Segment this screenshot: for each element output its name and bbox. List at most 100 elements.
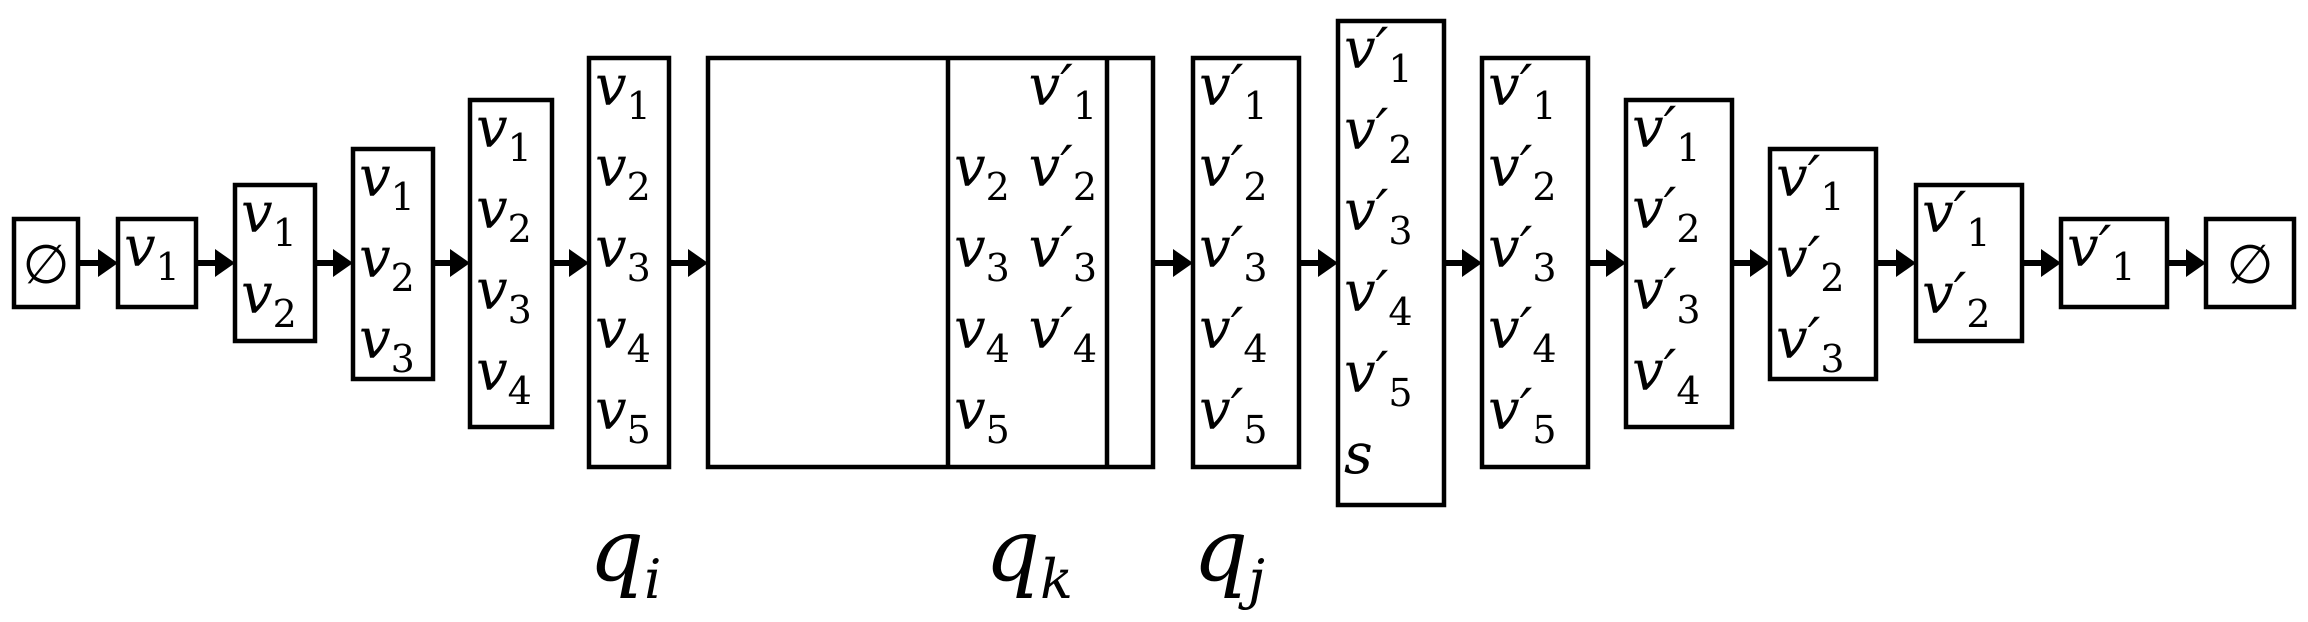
item-v-prime-1: v′1 bbox=[1199, 54, 1268, 128]
label-q-i: qi bbox=[589, 501, 661, 611]
item-v-prime-1: v′1 bbox=[1344, 17, 1413, 91]
item-v-4: v4 bbox=[595, 297, 651, 371]
item-v-prime-4: v′4 bbox=[1488, 297, 1557, 371]
right-item-4: v′4 bbox=[1028, 297, 1097, 371]
item-v-prime-1: v′1 bbox=[2067, 215, 2136, 289]
item-v-prime-4: v′4 bbox=[1344, 260, 1413, 334]
item-v-prime-3: v′3 bbox=[1199, 216, 1268, 290]
item-v-5: v5 bbox=[595, 378, 651, 452]
left-item-4: v4 bbox=[954, 297, 1010, 371]
stage-box bbox=[1623, 97, 1735, 430]
stage-12: v′1 v′2 v′3 bbox=[1767, 145, 1879, 382]
stage-11: v′1 v′2 v′3 v′4 bbox=[1623, 96, 1735, 430]
arrow-8 bbox=[1299, 249, 1338, 277]
item-v-1: v1 bbox=[359, 145, 415, 219]
left-item-2: v2 bbox=[954, 135, 1010, 209]
stage-box bbox=[11, 216, 81, 310]
item-v-3: v3 bbox=[476, 258, 532, 332]
arrow-14 bbox=[2167, 249, 2206, 277]
arrow-2 bbox=[196, 249, 235, 277]
stage-box bbox=[350, 146, 436, 382]
stage-15: ∅ bbox=[2203, 216, 2297, 310]
item-v-prime-1: v′1 bbox=[1632, 96, 1701, 170]
stage-box bbox=[115, 216, 199, 310]
stage-box bbox=[232, 182, 318, 344]
item-v-1: v1 bbox=[124, 215, 180, 289]
right-item-1: v′1 bbox=[1028, 54, 1097, 128]
left-item-5: v5 bbox=[954, 378, 1010, 452]
stage-8: v′1 v′2 v′3 v′4 v′5 bbox=[1190, 54, 1302, 470]
item-v-4: v4 bbox=[476, 339, 532, 413]
left-item-3: v3 bbox=[954, 216, 1010, 290]
item-v-2: v2 bbox=[241, 262, 297, 336]
item-v-prime-2: v′2 bbox=[1199, 135, 1268, 209]
item-v-3: v3 bbox=[595, 216, 651, 290]
arrow-6 bbox=[669, 249, 708, 277]
stage-14: v′1 bbox=[2058, 215, 2170, 310]
arrow-5 bbox=[552, 249, 589, 277]
item-v-1: v1 bbox=[595, 54, 651, 128]
item-v-prime-3: v′3 bbox=[1488, 216, 1557, 290]
stage-1: ∅ bbox=[11, 216, 81, 310]
stage-7: v′1 v2 v′2 v3 v′3 v4 v′4 v5 bbox=[705, 54, 1156, 470]
item-v-prime-2: v′2 bbox=[1344, 98, 1413, 172]
item-v-3: v3 bbox=[359, 307, 415, 381]
arrow-13 bbox=[2022, 249, 2061, 277]
stage-10: v′1 v′2 v′3 v′4 v′5 bbox=[1479, 54, 1591, 470]
stage-box bbox=[1479, 55, 1591, 470]
stage-13: v′1v′2 bbox=[1913, 181, 2025, 344]
stage-box bbox=[705, 55, 1156, 470]
arrow-12 bbox=[1876, 249, 1916, 277]
item-v-1: v1 bbox=[476, 96, 532, 170]
item-s: s bbox=[1344, 422, 1373, 487]
stage-box bbox=[1190, 55, 1302, 470]
arrow-11 bbox=[1732, 249, 1770, 277]
right-item-3: v′3 bbox=[1028, 216, 1097, 290]
label-q-k: qk bbox=[985, 501, 1073, 611]
item-v-prime-1: v′1 bbox=[1922, 181, 1991, 255]
item-v-prime-3: v′3 bbox=[1344, 179, 1413, 253]
arrow-1 bbox=[78, 249, 118, 277]
item-v-prime-2: v′2 bbox=[1776, 226, 1845, 300]
item-v-prime-1: v′1 bbox=[1488, 54, 1557, 128]
stage-box bbox=[1767, 146, 1879, 382]
stage-arrows bbox=[78, 249, 2206, 277]
item-v-prime-2: v′2 bbox=[1922, 262, 1991, 336]
item-v-2: v2 bbox=[359, 226, 415, 300]
item-v-prime-2: v′2 bbox=[1632, 177, 1701, 251]
empty-set-symbol: ∅ bbox=[2226, 233, 2273, 296]
stage-box bbox=[467, 97, 555, 430]
stage-box bbox=[1335, 18, 1447, 508]
item-v-prime-3: v′3 bbox=[1776, 307, 1845, 381]
arrow-4 bbox=[433, 249, 470, 277]
item-v-prime-4: v′4 bbox=[1632, 339, 1701, 413]
item-v-2: v2 bbox=[595, 135, 651, 209]
item-v-prime-5: v′5 bbox=[1488, 378, 1557, 452]
item-v-prime-3: v′3 bbox=[1632, 258, 1701, 332]
stage-box bbox=[2203, 216, 2297, 310]
label-q-j: qj bbox=[1193, 501, 1265, 611]
item-v-prime-1: v′1 bbox=[1776, 145, 1845, 219]
item-v-prime-5: v′5 bbox=[1344, 341, 1413, 415]
stage-2: v1 bbox=[115, 215, 199, 310]
item-v-1: v1 bbox=[241, 181, 297, 255]
right-item-2: v′2 bbox=[1028, 135, 1097, 209]
arrow-9 bbox=[1444, 249, 1482, 277]
empty-set-symbol: ∅ bbox=[22, 233, 69, 296]
stage-box bbox=[586, 55, 672, 470]
arrow-10 bbox=[1588, 249, 1626, 277]
item-v-2: v2 bbox=[476, 177, 532, 251]
item-v-prime-4: v′4 bbox=[1199, 297, 1268, 371]
queue-labels: qi qk qj bbox=[589, 501, 1265, 611]
item-v-prime-5: v′5 bbox=[1199, 378, 1268, 452]
arrow-3 bbox=[315, 249, 353, 277]
item-v-prime-2: v′2 bbox=[1488, 135, 1557, 209]
stage-9: v′1 v′2 v′3 v′4 v′5 s bbox=[1335, 17, 1447, 508]
arrow-7 bbox=[1153, 249, 1193, 277]
